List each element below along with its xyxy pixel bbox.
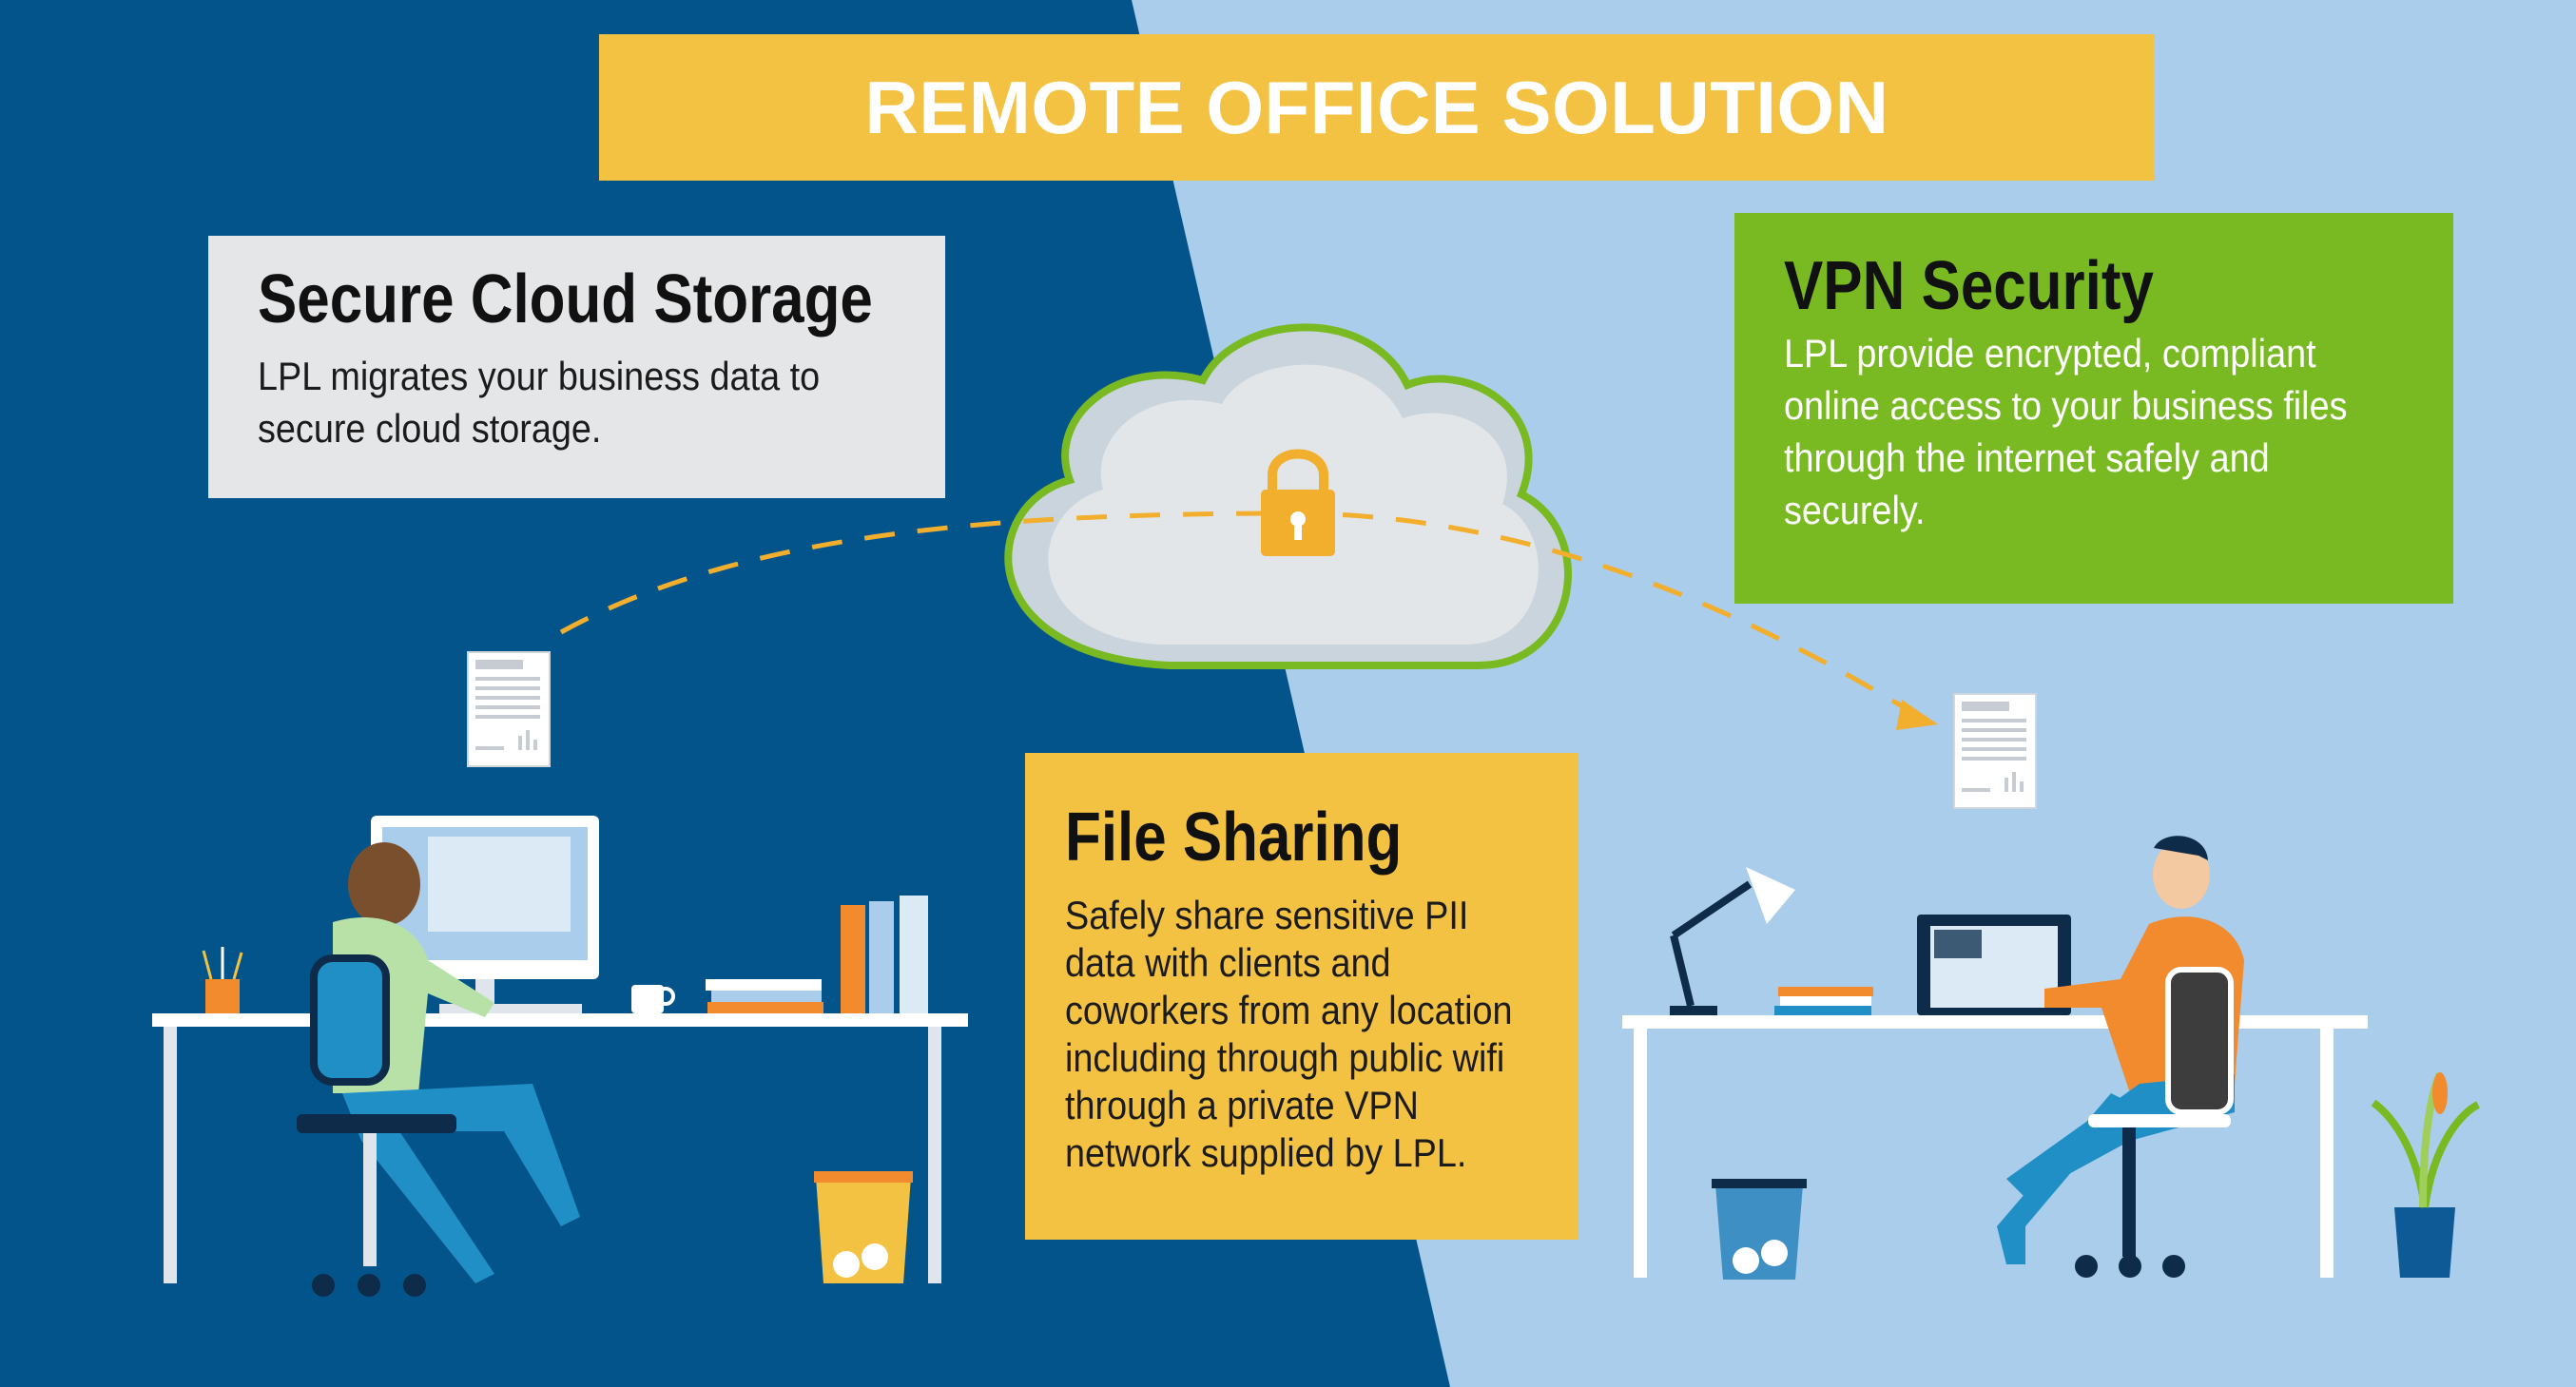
woman-figure (297, 842, 580, 1297)
document-icon (467, 651, 551, 767)
vpn-security-title: VPN Security (1784, 248, 2154, 324)
vpn-security-description: LPL provide encrypted, compliant online … (1784, 330, 2348, 532)
arrowhead-icon (1896, 700, 1938, 730)
trash-bin-icon (1712, 1179, 1807, 1280)
file-sharing-description: Safely share sensitive PII data with cli… (1065, 892, 1513, 1175)
padlock-icon (1261, 449, 1335, 556)
page-title: REMOTE OFFICE SOLUTION (864, 65, 1889, 149)
cloud-storage-title: Secure Cloud Storage (258, 261, 873, 337)
books-icon (1774, 987, 1873, 1015)
coffee-cup-icon (631, 985, 675, 1013)
file-sharing-card: File Sharing Safely share sensitive PII … (1025, 753, 1579, 1240)
document-icon (1953, 693, 2037, 809)
laptop-icon (1917, 915, 2071, 1015)
man-figure (1997, 836, 2244, 1278)
title-banner: REMOTE OFFICE SOLUTION (599, 34, 2155, 181)
pen-cup-icon (202, 947, 243, 1013)
desk-lamp-icon (1670, 867, 1795, 1015)
trash-bin-icon (814, 1171, 913, 1283)
file-sharing-title: File Sharing (1065, 799, 1403, 876)
monitor-icon (371, 816, 599, 1013)
vpn-security-card: VPN Security LPL provide encrypted, comp… (1734, 213, 2453, 604)
cloud-storage-card: Secure Cloud Storage LPL migrates your b… (208, 236, 945, 498)
plant-icon (2371, 1072, 2480, 1278)
cloud-storage-description: LPL migrates your business data to secur… (258, 353, 821, 451)
books-icon (706, 896, 928, 1013)
